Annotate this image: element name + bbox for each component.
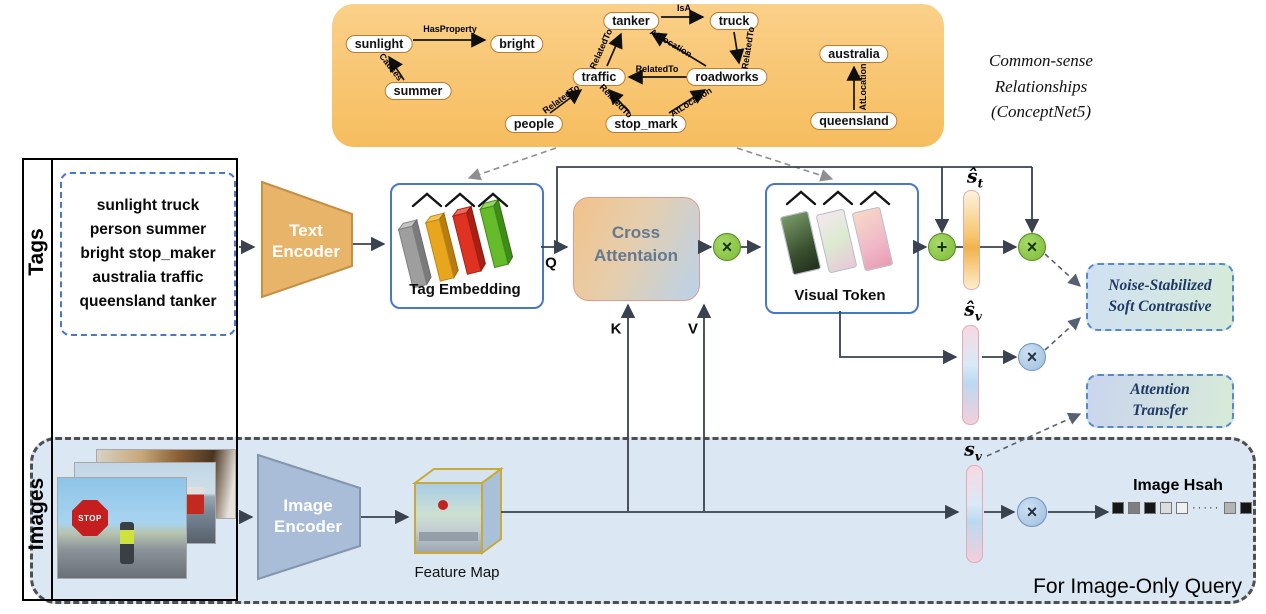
feature-map-label: Feature Map xyxy=(414,564,500,581)
multiply-operator-icon: × xyxy=(1018,233,1046,261)
tags-section-label: Tags xyxy=(25,228,48,276)
graph-node-australia: australia xyxy=(819,45,889,63)
hash-cell xyxy=(1240,502,1253,514)
multiply-operator-icon: × xyxy=(1018,343,1046,371)
caption-line: Relationships xyxy=(994,76,1088,96)
graph-node-queensland: queensland xyxy=(810,112,898,130)
cross-attention-label: Cross Attentaion xyxy=(593,223,679,265)
s-v-base: s xyxy=(964,438,975,461)
attention-transfer-box: Attention Transfer xyxy=(1086,374,1234,428)
tag-embedding-label: Tag Embedding xyxy=(409,281,521,298)
images-section-label: Images xyxy=(25,477,48,551)
s-hat-t-sub: t xyxy=(977,176,984,191)
s-hat-t-bar xyxy=(963,190,980,290)
graph-node-stop-mark: stop_mark xyxy=(605,115,687,133)
noise-contrastive-box: Noise-Stabilized Soft Contrastive xyxy=(1086,263,1234,331)
tags-list-box: sunlight truck person summer bright stop… xyxy=(60,172,236,336)
image-hash-cells: ····· xyxy=(1112,502,1253,514)
graph-node-people: people xyxy=(504,115,564,133)
graph-to-module-links xyxy=(467,147,834,182)
graph-node-sunlight: sunlight xyxy=(345,35,413,53)
graph-node-bright: bright xyxy=(490,35,544,53)
edge-label-relatedto: RelatedTo xyxy=(635,64,679,74)
s-hat-v-bar xyxy=(962,325,979,425)
tags-images-outer-box xyxy=(22,158,238,601)
noise-box-line: Noise-Stabilized xyxy=(1108,277,1212,295)
graph-node-tanker: tanker xyxy=(603,12,659,30)
visual-token-label: Visual Token xyxy=(794,287,886,304)
s-hat-v-label: ŝv xyxy=(964,299,982,324)
s-hat-v-base: ŝ xyxy=(964,298,975,321)
v-label: V xyxy=(687,320,699,338)
image-only-query-label: For Image-Only Query xyxy=(1033,575,1242,598)
tag-line: sunlight truck xyxy=(96,196,200,214)
tag-line: bright stop_maker xyxy=(80,244,216,262)
s-hat-t-label: ŝt xyxy=(967,166,983,191)
edge-label-hasproperty: HasProperty xyxy=(423,24,477,34)
k-label: K xyxy=(610,320,622,338)
hash-cell xyxy=(1160,502,1172,514)
add-operator-icon: + xyxy=(928,233,956,261)
attention-box-line: Transfer xyxy=(1132,402,1188,419)
graph-node-roadworks: roadworks xyxy=(686,68,768,86)
tags-images-divider xyxy=(51,158,53,601)
person-figure xyxy=(120,522,134,564)
caption-line: (ConceptNet5) xyxy=(990,102,1092,121)
tag-line: person summer xyxy=(89,220,207,238)
s-v-label: sv xyxy=(964,439,982,464)
tag-line: australia traffic xyxy=(92,269,204,286)
q-label: Q xyxy=(545,254,557,272)
graph-node-summer: summer xyxy=(384,82,452,100)
s-hat-t-base: ŝ xyxy=(966,165,978,188)
hash-cell xyxy=(1128,502,1140,514)
s-v-sub: v xyxy=(974,449,982,464)
tag-line: queensland tanker xyxy=(79,293,217,311)
s-v-bar xyxy=(966,465,983,563)
image-encoder-label: Image Encoder xyxy=(273,496,343,537)
edge-label-atlocation: AtLocation xyxy=(858,63,868,111)
hash-dots: ····· xyxy=(1192,502,1221,514)
attention-box-line: Attention xyxy=(1130,381,1190,399)
hash-cell xyxy=(1176,502,1188,514)
image-hash-title: Image Hsah xyxy=(1133,477,1223,494)
graph-node-truck: truck xyxy=(709,12,759,30)
stop-sign-icon: STOP xyxy=(72,500,108,536)
edge-label-isa: IsA xyxy=(676,3,692,13)
multiply-operator-icon: × xyxy=(713,233,741,261)
caption-line: Common-sense xyxy=(989,51,1093,70)
s-hat-v-sub: v xyxy=(974,309,982,324)
text-encoder-label: Text Encoder xyxy=(271,221,341,262)
hash-cell xyxy=(1144,502,1156,514)
multiply-operator-icon: × xyxy=(1017,497,1047,527)
safety-vest xyxy=(120,530,134,544)
noise-box-line: Soft Contrastive xyxy=(1108,298,1212,315)
sample-photo-stopsign: STOP xyxy=(57,477,187,579)
hash-cell xyxy=(1224,502,1237,514)
concept-caption: Common-sense Relationships (ConceptNet5) xyxy=(956,48,1126,125)
graph-node-traffic: traffic xyxy=(572,68,626,86)
hash-cell xyxy=(1112,502,1124,514)
